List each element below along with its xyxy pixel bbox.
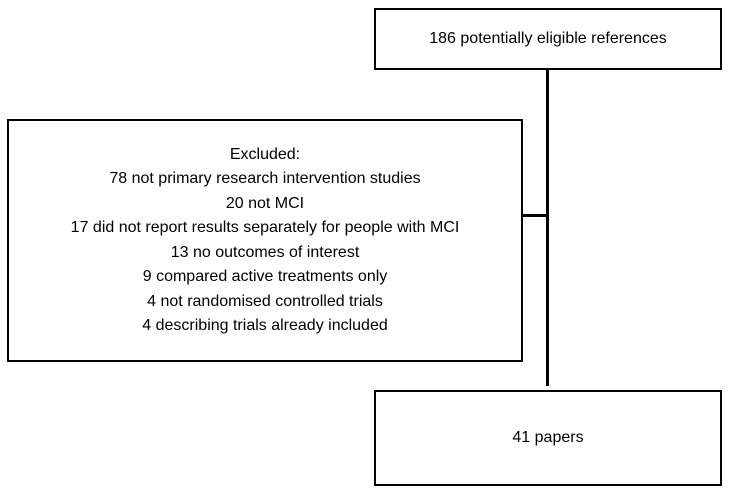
excluded-item: 17 did not report results separately for… [70, 219, 460, 236]
excluded-item: 4 describing trials already included [142, 317, 388, 334]
top-box: 186 potentially eligible references [374, 8, 722, 70]
excluded-item: 78 not primary research intervention stu… [109, 170, 421, 187]
excluded-item: 20 not MCI [225, 194, 305, 212]
bottom-box: 41 papers [374, 390, 722, 486]
connector-vertical [546, 70, 549, 386]
excluded-item: 4 not randomised controlled trials [147, 292, 383, 310]
excluded-item: 13 no outcomes of interest [170, 243, 360, 261]
excluded-item: 9 compared active treatments only [142, 268, 388, 285]
bottom-box-label: 41 papers [512, 429, 584, 446]
top-box-label: 186 potentially eligible references [429, 30, 667, 47]
connector-horizontal [523, 214, 548, 217]
excluded-heading: Excluded: [229, 145, 301, 163]
excluded-box: Excluded: 78 not primary research interv… [7, 119, 523, 362]
